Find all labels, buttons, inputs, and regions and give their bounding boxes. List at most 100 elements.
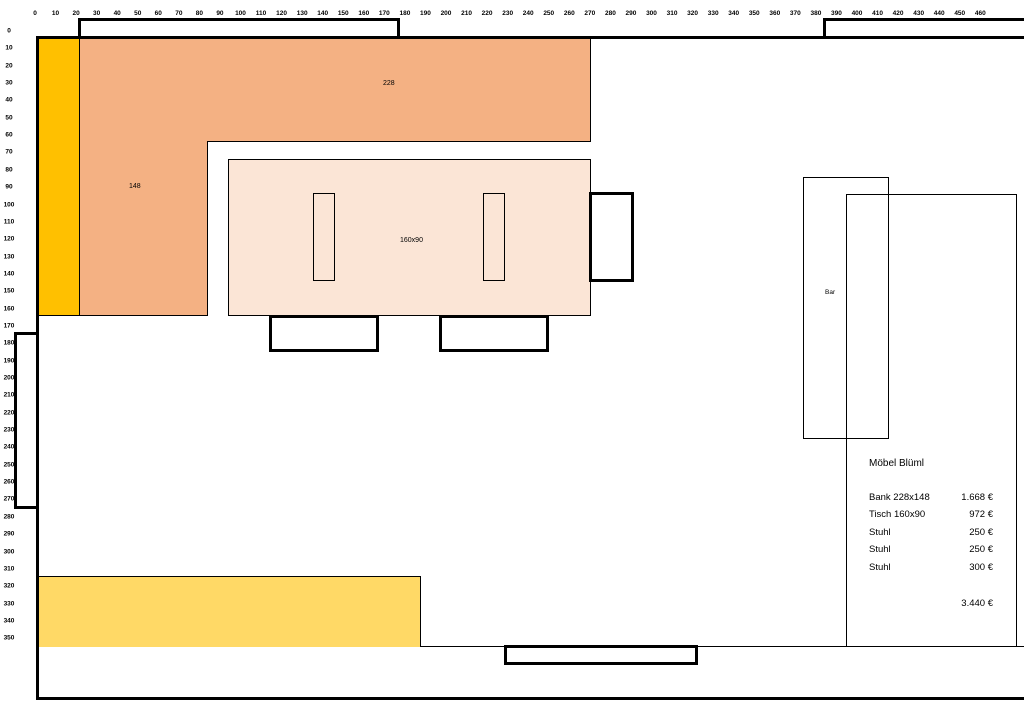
left-ruler-tick: 60	[5, 131, 13, 139]
room-outline-left	[36, 36, 39, 700]
left-ruler-tick: 280	[3, 513, 15, 521]
price-item-name: Stuhl	[869, 544, 891, 556]
left-ruler-tick: 120	[3, 235, 15, 243]
top-ruler-tick: 150	[337, 10, 349, 17]
left-ruler-tick: 270	[3, 495, 15, 503]
left-ruler-tick: 30	[5, 79, 13, 87]
table-edge-bottom	[228, 315, 591, 316]
left-ruler-tick: 200	[3, 374, 15, 382]
bench-edge-right	[590, 39, 591, 142]
left-ruler-tick: 140	[3, 270, 15, 278]
left-ruler-tick: 250	[3, 461, 15, 469]
left-ruler-tick: 70	[5, 148, 13, 156]
dining-table	[228, 159, 591, 316]
left-ruler-tick: 230	[3, 426, 15, 434]
top-ruler-tick: 310	[666, 10, 678, 17]
bench-length-label: 228	[383, 80, 395, 87]
top-ruler-tick: 190	[420, 10, 431, 17]
top-ruler-tick: 230	[502, 10, 514, 17]
top-ruler-tick: 460	[974, 10, 986, 17]
top-ruler-tick: 160	[358, 10, 370, 17]
price-list-row: Stuhl 250 €	[869, 544, 993, 558]
price-item-name: Stuhl	[869, 526, 891, 538]
top-ruler-tick: 60	[154, 10, 162, 17]
top-ruler-tick: 410	[872, 10, 883, 17]
top-ruler-tick: 360	[769, 10, 781, 17]
top-ruler-tick: 140	[317, 10, 329, 17]
top-ruler-tick: 0	[33, 10, 37, 17]
top-ruler-tick: 320	[687, 10, 699, 17]
left-ruler-tick: 130	[3, 253, 15, 261]
left-ruler-tick: 0	[7, 27, 11, 35]
top-ruler-tick: 430	[913, 10, 925, 17]
top-ruler-tick: 270	[584, 10, 596, 17]
price-list-panel	[846, 194, 1017, 647]
table-leg-left	[313, 193, 335, 281]
top-ruler-tick: 390	[831, 10, 842, 17]
left-ruler-tick: 310	[3, 565, 15, 573]
top-ruler-tick: 180	[399, 10, 411, 17]
price-list-row: Stuhl 300 €	[869, 562, 993, 576]
price-item-value: 300 €	[969, 561, 993, 573]
left-ruler-tick: 290	[3, 530, 15, 538]
price-item-name: Bank 228x148	[869, 492, 930, 503]
top-ruler-tick: 170	[378, 10, 390, 17]
top-ruler-tick: 130	[296, 10, 308, 17]
left-ruler-tick: 100	[3, 201, 15, 208]
price-item-value: 972 €	[969, 509, 993, 521]
top-ruler-tick: 200	[440, 10, 452, 17]
window-top-left	[78, 18, 400, 39]
window-top-right	[823, 18, 1024, 39]
top-ruler-tick: 330	[707, 10, 719, 17]
left-ruler-tick: 170	[3, 322, 15, 330]
price-item-value: 250 €	[969, 544, 993, 556]
top-ruler-tick: 30	[93, 10, 101, 17]
top-ruler-tick: 450	[954, 10, 966, 17]
left-ruler-tick: 160	[3, 305, 15, 313]
price-item-name: Tisch 160x90	[869, 509, 926, 521]
bench-edge-top-inner	[207, 141, 591, 142]
bench-edge-left	[79, 39, 80, 316]
left-ruler-tick: 90	[5, 183, 13, 191]
top-ruler-tick: 420	[892, 10, 904, 17]
top-ruler-tick: 80	[195, 10, 204, 17]
left-ruler-tick: 40	[5, 96, 13, 104]
top-ruler-tick: 400	[851, 10, 863, 17]
top-ruler-tick: 240	[522, 10, 534, 17]
top-ruler-tick: 290	[625, 10, 637, 17]
top-ruler-tick: 120	[276, 10, 288, 17]
left-ruler-tick: 350	[3, 634, 15, 642]
left-ruler-tick: 300	[3, 548, 15, 555]
chair-bottom-left	[269, 315, 379, 352]
table-leg-right	[483, 193, 505, 281]
top-ruler-tick: 260	[563, 10, 575, 17]
left-ruler-tick: 110	[3, 218, 15, 226]
bench-horizontal	[79, 39, 591, 142]
top-ruler-tick: 10	[51, 10, 60, 17]
top-ruler-tick: 210	[461, 10, 472, 17]
top-ruler-tick: 350	[748, 10, 760, 17]
bench-edge-bottom	[39, 315, 208, 316]
price-item-name: Stuhl	[869, 561, 891, 573]
price-list-title: Möbel Blüml	[869, 458, 925, 469]
top-ruler-tick: 380	[810, 10, 822, 17]
left-ruler-tick: 10	[5, 44, 13, 52]
left-ruler-tick: 80	[5, 166, 13, 174]
top-ruler-tick: 50	[134, 10, 142, 17]
wall-strip	[39, 39, 79, 316]
left-ruler-tick: 20	[5, 62, 13, 70]
top-ruler-tick: 280	[604, 10, 616, 17]
top-ruler-tick: 440	[933, 10, 945, 17]
floor-element	[504, 645, 698, 665]
door-left-wall	[14, 332, 39, 509]
left-ruler-tick: 340	[3, 617, 15, 625]
left-ruler-tick: 260	[3, 478, 15, 486]
price-list-total: 3.440 €	[961, 598, 993, 609]
table-size-label: 160x90	[400, 237, 423, 244]
left-ruler-tick: 150	[3, 287, 15, 295]
left-ruler-tick: 220	[3, 409, 15, 417]
top-ruler-tick: 250	[543, 10, 555, 17]
sideboard	[39, 576, 421, 647]
